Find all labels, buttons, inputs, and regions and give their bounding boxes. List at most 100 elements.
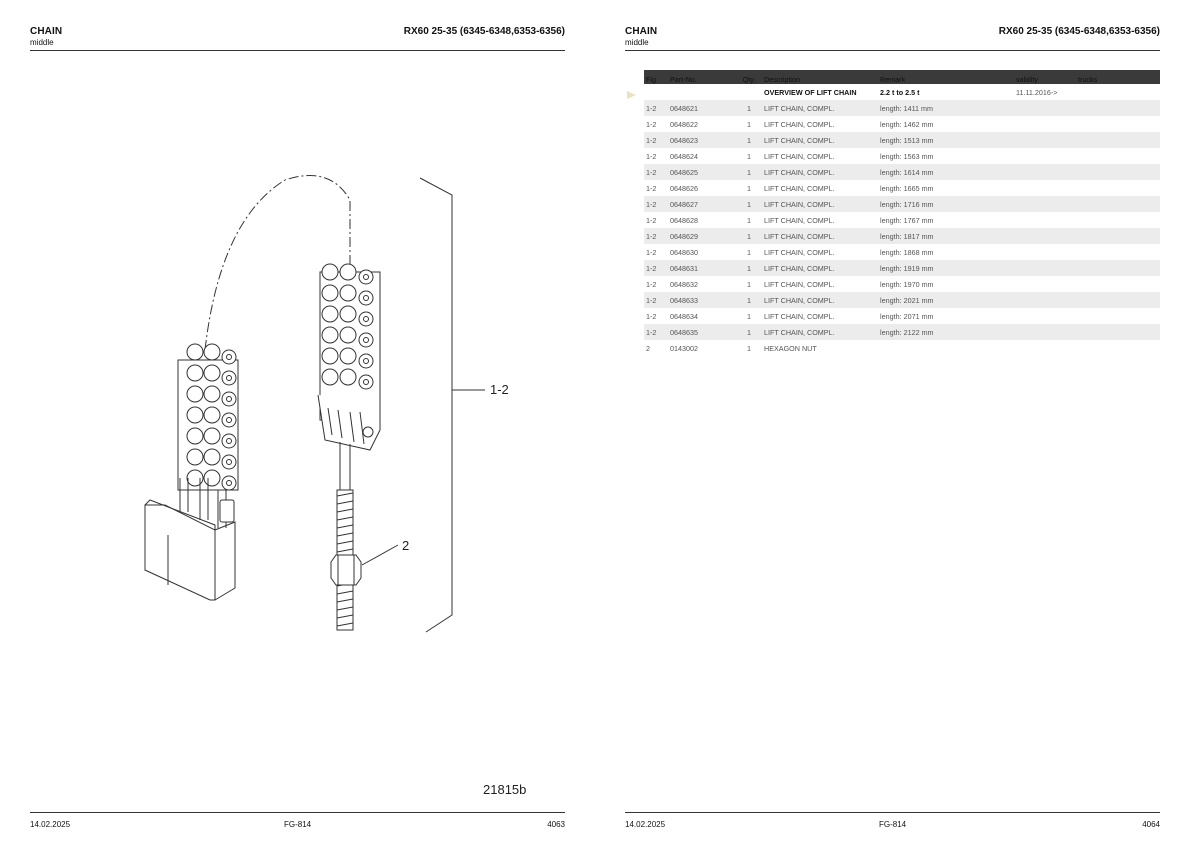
cell-qty: 1 [747, 151, 751, 161]
table-row[interactable]: 1-2 0648625 1 LIFT CHAIN, COMPL. length:… [644, 164, 1160, 180]
cell-description: OVERVIEW OF LIFT CHAIN [764, 87, 857, 97]
cell-trucks [1076, 228, 1160, 244]
cell-part-no: 0648623 [668, 132, 736, 148]
footer-date: 14.02.2025 [625, 820, 666, 829]
cell-fig: 1-2 [644, 100, 668, 116]
table-row[interactable]: 1-2 0648629 1 LIFT CHAIN, COMPL. length:… [644, 228, 1160, 244]
header-divider [30, 50, 565, 51]
cell-description: LIFT CHAIN, COMPL. [762, 100, 878, 116]
cell-validity [1014, 260, 1076, 276]
cell-qty: 1 [736, 292, 762, 308]
cell-description: LIFT CHAIN, COMPL. [764, 215, 835, 225]
cell-trucks [1076, 276, 1160, 292]
cell-fig [644, 84, 668, 100]
footer-divider [625, 812, 1160, 813]
cell-description: LIFT CHAIN, COMPL. [764, 279, 835, 289]
cell-fig: 1-2 [644, 260, 668, 276]
col-trucks: trucks [1076, 70, 1160, 84]
cell-trucks [1076, 340, 1160, 356]
cell-qty: 1 [736, 228, 762, 244]
cell-fig: 1-2 [644, 228, 668, 244]
table-row[interactable]: 1-2 0648622 1 LIFT CHAIN, COMPL. length:… [644, 116, 1160, 132]
table-row[interactable]: 1-2 0648633 1 LIFT CHAIN, COMPL. length:… [644, 292, 1160, 308]
cell-validity [1014, 148, 1076, 164]
cell-qty: 1 [736, 100, 762, 116]
cell-part-no: 0143002 [670, 343, 698, 353]
footer-date: 14.02.2025 [30, 820, 71, 829]
cell-description: LIFT CHAIN, COMPL. [762, 228, 878, 244]
cell-description: LIFT CHAIN, COMPL. [762, 260, 878, 276]
cell-part-no: 0648629 [668, 228, 736, 244]
cell-validity [1014, 276, 1076, 292]
table-row[interactable]: 2 0143002 1 HEXAGON NUT [644, 340, 1160, 356]
cell-remark: length: 1614 mm [878, 164, 1014, 180]
cell-trucks [1076, 180, 1160, 196]
cell-part-no: 0648633 [668, 292, 736, 308]
cell-validity [1014, 308, 1076, 324]
drawing-id: 21815b [483, 782, 527, 797]
cell-trucks [1076, 132, 1160, 148]
cell-part-no: 0648631 [668, 260, 736, 276]
cell-remark: length: 1462 mm [880, 119, 934, 129]
model-label: RX60 25-35 (6345-6348,6353-6356) [403, 26, 565, 37]
cell-validity [1014, 180, 1076, 196]
cell-description: LIFT CHAIN, COMPL. [764, 247, 835, 257]
lift-chain-exploded-drawing [144, 175, 485, 633]
cell-remark: length: 2071 mm [880, 311, 934, 321]
cell-remark: length: 1767 mm [880, 215, 934, 225]
cell-part-no: 0648630 [670, 247, 698, 257]
cell-trucks [1076, 100, 1160, 116]
right-page: CHAIN middle RX60 25-35 (6345-6348,6353-… [595, 0, 1190, 842]
cell-remark: length: 2122 mm [878, 324, 1014, 340]
col-description: Description [762, 70, 878, 84]
col-part-no: Part-No. [668, 70, 736, 84]
cell-qty: 1 [747, 247, 751, 257]
cell-remark: length: 1868 mm [880, 247, 934, 257]
cell-trucks [1076, 116, 1160, 132]
cell-fig: 1-2 [644, 292, 668, 308]
cell-part-no: 0648634 [670, 311, 698, 321]
page-title: CHAIN [625, 26, 658, 37]
table-row[interactable]: 1-2 0648632 1 LIFT CHAIN, COMPL. length:… [644, 276, 1160, 292]
cell-remark: length: 1513 mm [878, 132, 1014, 148]
table-row[interactable]: 1-2 0648634 1 LIFT CHAIN, COMPL. length:… [644, 308, 1160, 324]
cell-qty: 1 [747, 215, 751, 225]
table-row[interactable]: 1-2 0648635 1 LIFT CHAIN, COMPL. length:… [644, 324, 1160, 340]
cell-validity [1014, 132, 1076, 148]
table-row[interactable]: 1-2 0648631 1 LIFT CHAIN, COMPL. length:… [644, 260, 1160, 276]
table-row[interactable]: 1-2 0648624 1 LIFT CHAIN, COMPL. length:… [644, 148, 1160, 164]
cell-fig: 1-2 [646, 119, 657, 129]
cell-fig: 1-2 [644, 164, 668, 180]
cell-remark: length: 2021 mm [878, 292, 1014, 308]
cell-remark: length: 1817 mm [878, 228, 1014, 244]
cell-qty: 1 [736, 324, 762, 340]
table-row[interactable]: 1-2 0648626 1 LIFT CHAIN, COMPL. length:… [644, 180, 1160, 196]
cell-part-no: 0648635 [668, 324, 736, 340]
cell-qty: 1 [736, 260, 762, 276]
table-row[interactable]: 1-2 0648623 1 LIFT CHAIN, COMPL. length:… [644, 132, 1160, 148]
callout-2: 2 [402, 538, 410, 553]
table-row[interactable]: 1-2 0648630 1 LIFT CHAIN, COMPL. length:… [644, 244, 1160, 260]
table-header-row: Fig Part-No. Qty. Description Remark val… [644, 70, 1160, 84]
table-row[interactable]: 1-2 0648628 1 LIFT CHAIN, COMPL. length:… [644, 212, 1160, 228]
cell-trucks [1076, 84, 1160, 100]
table-row[interactable]: 1-2 0648621 1 LIFT CHAIN, COMPL. length:… [644, 100, 1160, 116]
table-row[interactable]: OVERVIEW OF LIFT CHAIN 2.2 t to 2.5 t 11… [644, 84, 1160, 100]
cell-validity [1014, 340, 1076, 356]
parts-table: Fig Part-No. Qty. Description Remark val… [644, 70, 1160, 356]
cell-description: LIFT CHAIN, COMPL. [764, 183, 835, 193]
cell-validity [1014, 324, 1076, 340]
cell-trucks [1076, 324, 1160, 340]
col-remark: Remark [878, 70, 1014, 84]
table-row[interactable]: 1-2 0648627 1 LIFT CHAIN, COMPL. length:… [644, 196, 1160, 212]
cell-part-no: 0648632 [670, 279, 698, 289]
cell-qty: 1 [747, 279, 751, 289]
cell-trucks [1076, 244, 1160, 260]
left-page: CHAIN middle RX60 25-35 (6345-6348,6353-… [30, 26, 565, 829]
cell-remark: 2.2 t to 2.5 t [880, 87, 920, 97]
cell-validity [1014, 212, 1076, 228]
col-validity: validity [1014, 70, 1076, 84]
footer-page-number: 4063 [547, 820, 565, 829]
cell-remark: length: 1411 mm [878, 100, 1014, 116]
cell-fig: 1-2 [644, 132, 668, 148]
